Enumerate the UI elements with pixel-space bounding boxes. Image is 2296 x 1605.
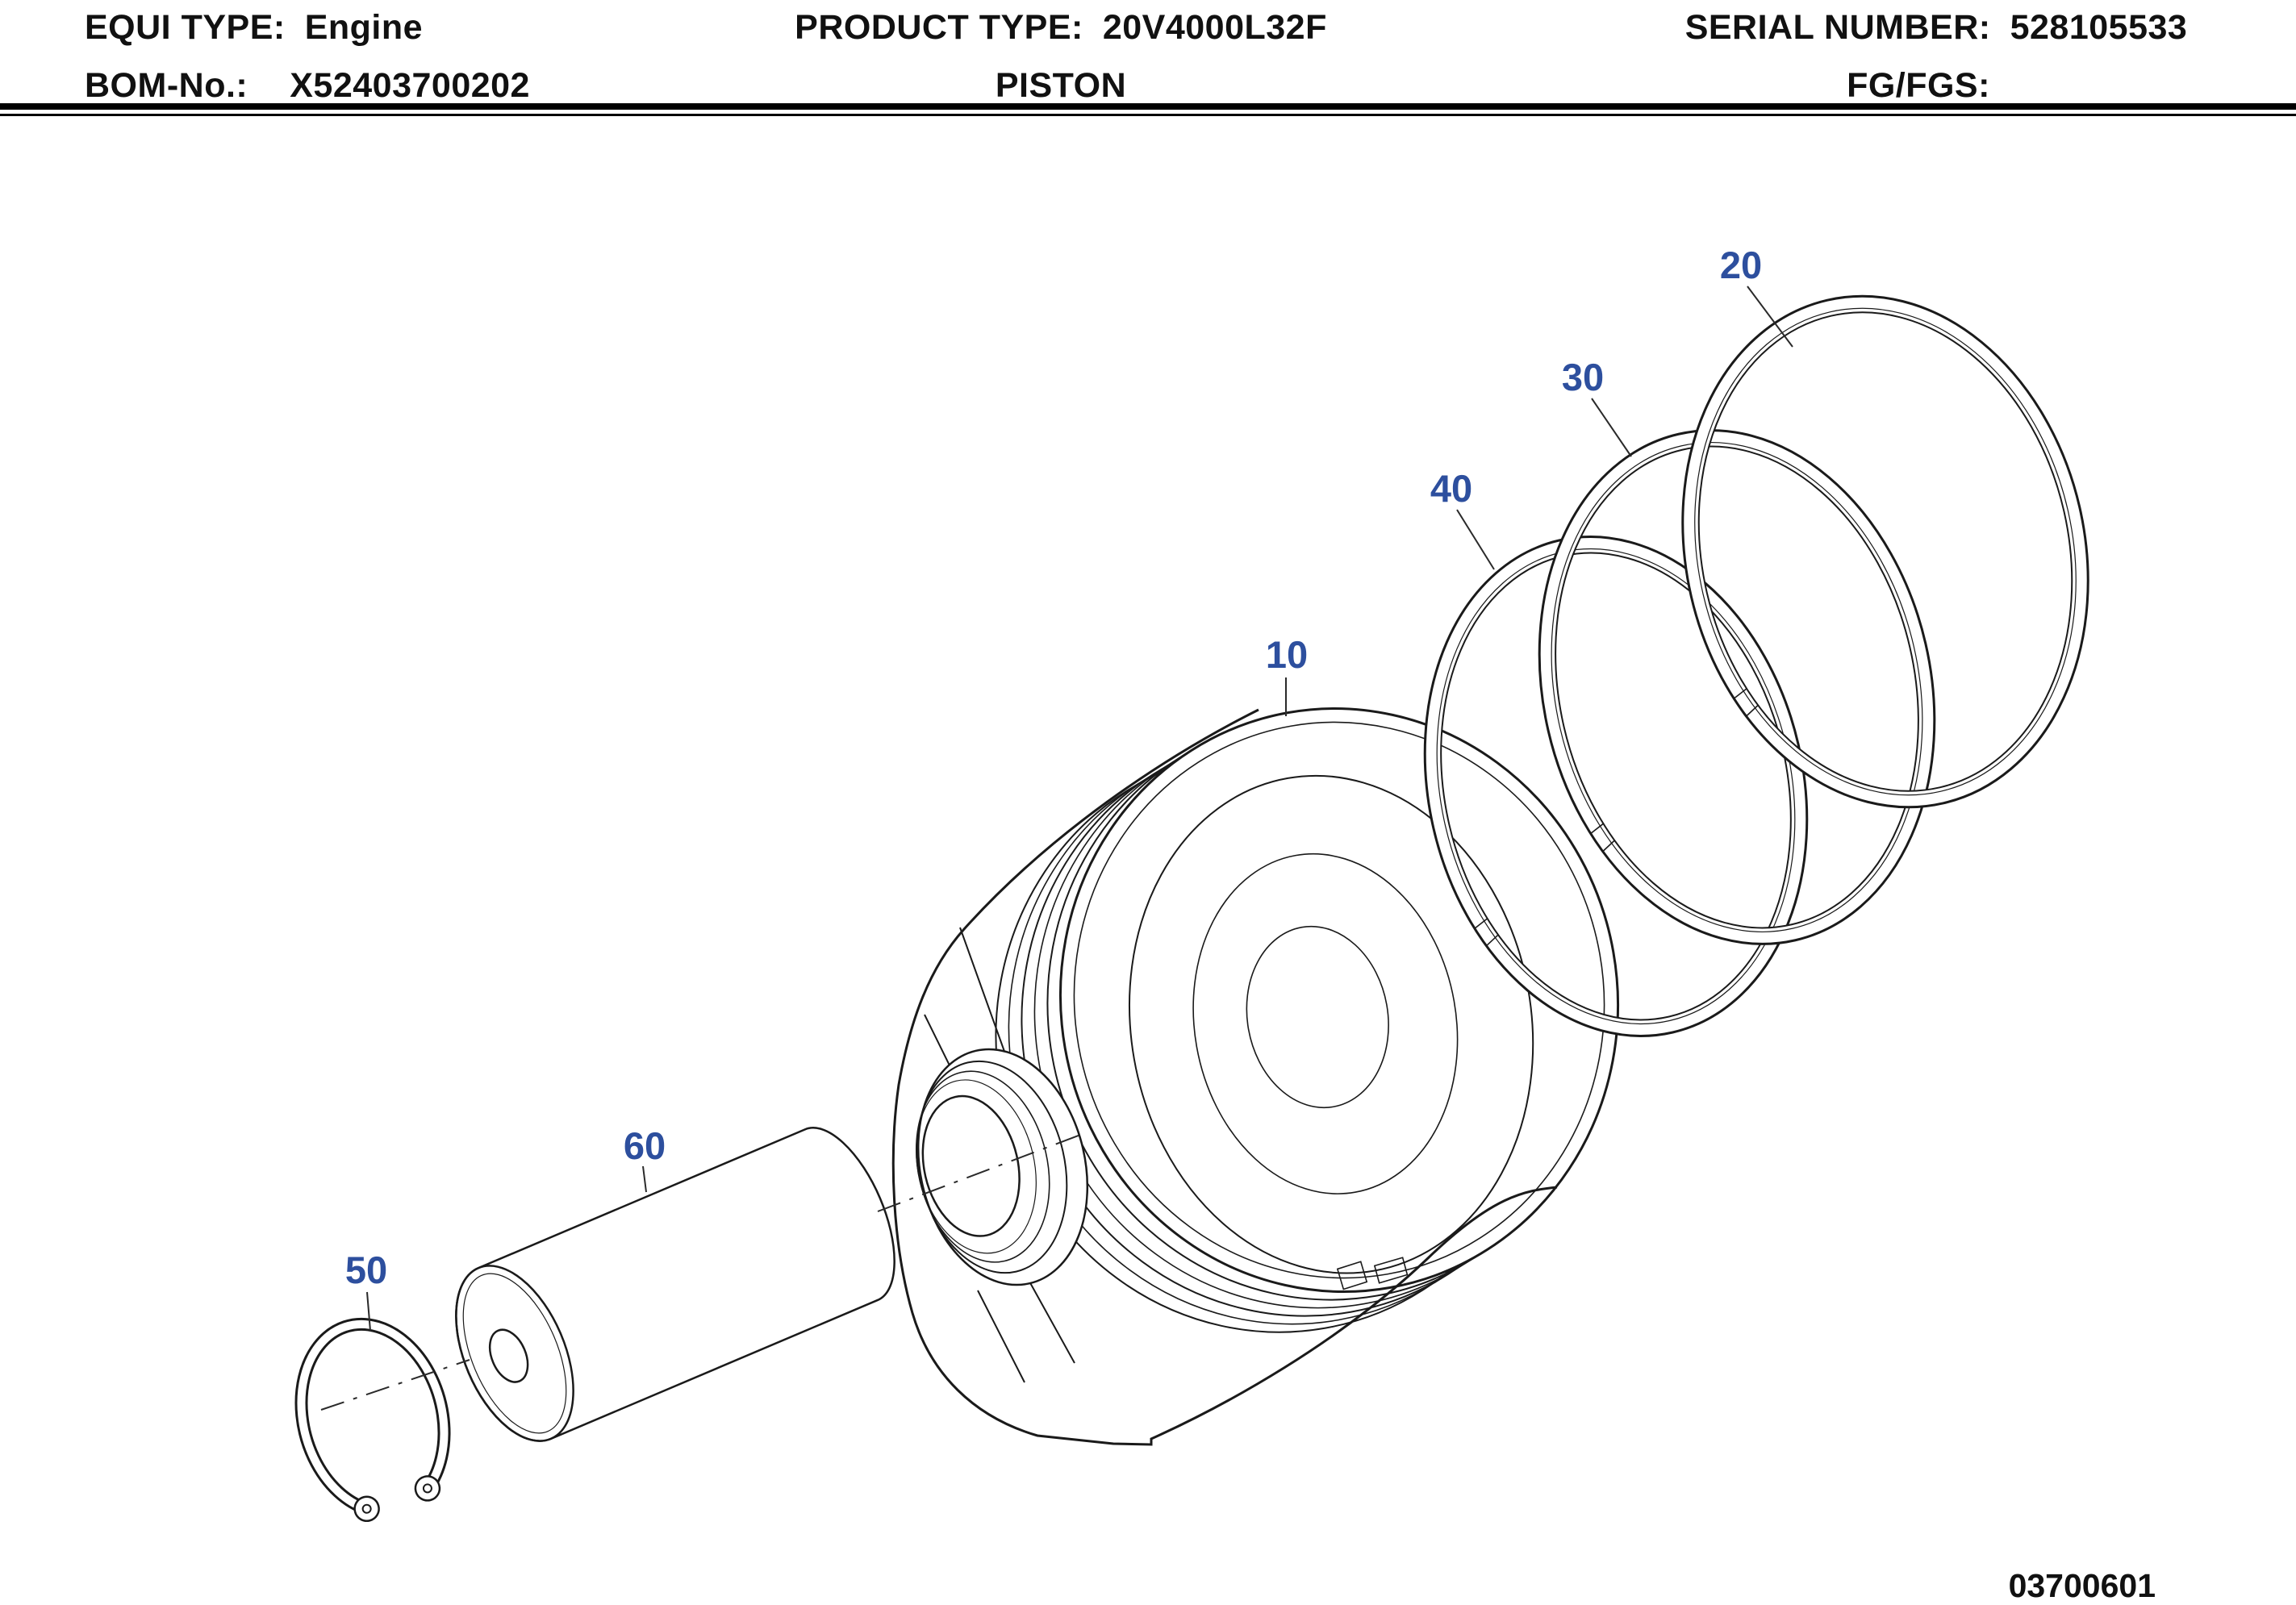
page-title-text: PISTON [995, 66, 1127, 105]
serial-number-field: SERIAL NUMBER: 528105533 [1685, 8, 2188, 48]
piston-crown-rim-line [1073, 721, 1605, 1279]
bom-no-field: BOM-No.: X52403700202 [85, 66, 530, 106]
fg-fgs-label: FG/FGS: [1847, 66, 1990, 105]
drawing-number: 03700601 [2009, 1567, 2156, 1604]
product-type-label: PRODUCT TYPE: [795, 8, 1083, 47]
piston-pin-end-face [455, 1265, 574, 1442]
equi-type-field: EQUI TYPE: Engine [85, 8, 423, 48]
ring-30-outer-edge [1538, 429, 1936, 945]
leader-30 [1591, 398, 1632, 457]
equi-type-value: Engine [304, 8, 424, 47]
ring-40-outer-edge [1423, 536, 1809, 1037]
callout-60[interactable]: 60 [624, 1124, 666, 1167]
part-20-piston-ring [1681, 294, 2089, 809]
equi-type-label: EQUI TYPE: [85, 8, 286, 47]
ring-gap-pocket [1336, 1257, 1409, 1290]
snap-ring-eyelet-1 [353, 1495, 380, 1522]
ring-30-gap [1590, 823, 1615, 853]
ring-30-highlight [1551, 442, 1923, 932]
part-30-piston-ring [1538, 429, 1936, 945]
callout-40[interactable]: 40 [1430, 467, 1472, 510]
leader-20 [1747, 286, 1793, 348]
pin-boss-strut-lower2 [1024, 1272, 1075, 1364]
pin-bore [921, 1094, 1021, 1237]
fg-fgs-field: FG/FGS: [1847, 66, 2010, 106]
product-type-value: 20V4000L32F [1102, 8, 1327, 47]
header-divider-thin [0, 114, 2296, 116]
pin-boss-strut-lower [977, 1290, 1025, 1383]
ring-20-gap [1733, 688, 1759, 717]
ring-20-inner-edge [1697, 311, 2073, 792]
bom-no-label: BOM-No.: [85, 66, 248, 105]
piston-crown [1058, 707, 1620, 1293]
callout-leader-lines [366, 286, 1793, 1332]
snap-ring-eyelet-2 [414, 1475, 441, 1502]
bom-no-value: X52403700202 [290, 66, 530, 105]
part-50-snap-ring [294, 1317, 451, 1522]
centerline-segment-right [877, 1133, 1083, 1212]
combustion-bowl-center [1246, 925, 1389, 1109]
ring-20-highlight [1694, 307, 2077, 796]
callout-20[interactable]: 20 [1720, 244, 1762, 286]
piston-pin-end-chamfer [462, 1273, 567, 1434]
pin-boss-step1 [916, 1060, 1068, 1274]
part-10-piston [891, 707, 1620, 1446]
leader-40 [1456, 509, 1495, 570]
part-60-piston-pin [455, 1127, 895, 1442]
piston-pin-hole [488, 1328, 529, 1383]
serial-number-label: SERIAL NUMBER: [1684, 8, 1991, 47]
callout-30[interactable]: 30 [1562, 356, 1604, 398]
centerline-pin-axis [320, 1133, 1083, 1411]
snap-ring-band-inner [297, 1319, 449, 1513]
header-divider-thick [0, 103, 2296, 110]
centerline-segment-left [320, 1359, 470, 1411]
piston-pin-body [455, 1127, 895, 1442]
product-type-field: PRODUCT TYPE: 20V4000L32F [795, 8, 1327, 48]
leader-60 [642, 1165, 647, 1193]
piston-skirt-outline [891, 708, 1558, 1446]
callout-50[interactable]: 50 [345, 1249, 387, 1291]
piston-crown-face [1058, 707, 1620, 1293]
page-title: PISTON [996, 66, 1126, 106]
ring-20-outer-edge [1681, 294, 2089, 809]
pin-boss-strut-upper [959, 927, 1008, 1059]
callout-10[interactable]: 10 [1266, 633, 1308, 676]
ring-40-gap [1474, 918, 1499, 947]
callouts: 10 20 30 40 50 60 [345, 244, 1762, 1291]
snap-ring-eyelet-2-hole [422, 1483, 432, 1494]
combustion-bowl-mid [1192, 853, 1459, 1194]
serial-number-value: 528105533 [2010, 8, 2188, 47]
ring-30-inner-edge [1555, 445, 1919, 929]
leader-50 [366, 1291, 371, 1332]
snap-ring-eyelet-1-hole [361, 1503, 372, 1514]
